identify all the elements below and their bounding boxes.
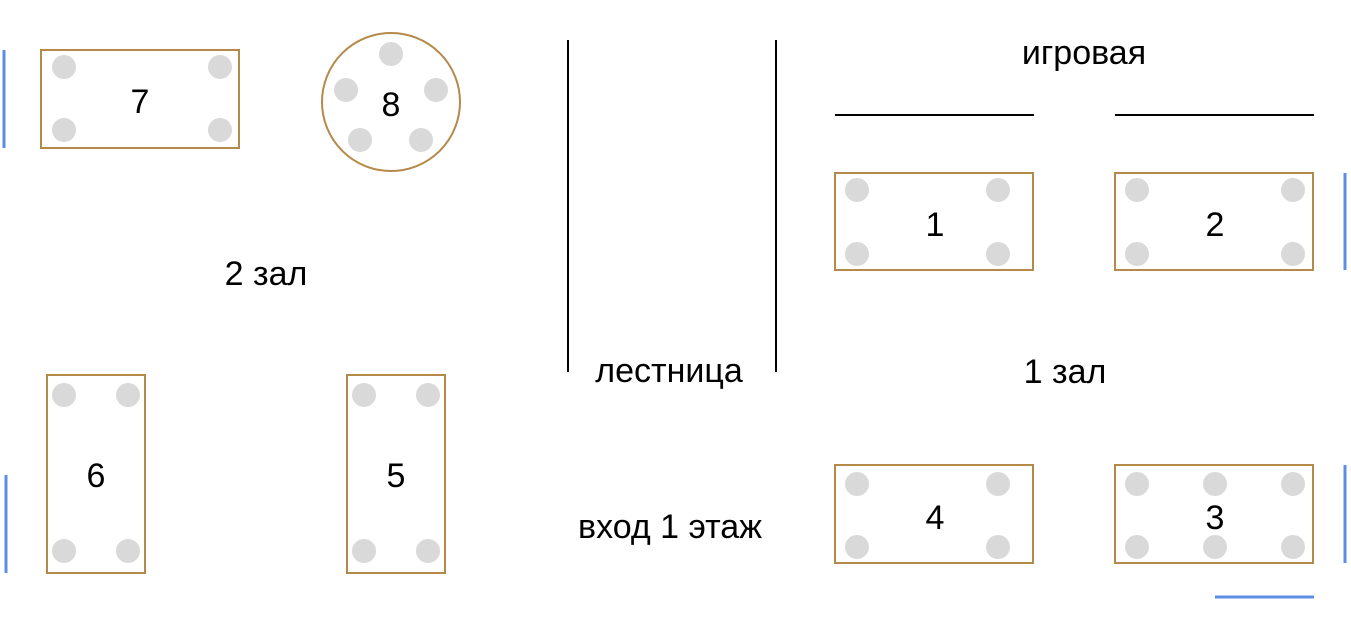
hall-1-label: 1 зал: [1024, 353, 1107, 391]
table-number: 8: [382, 86, 401, 124]
seat: [845, 178, 869, 202]
seat: [116, 539, 140, 563]
game-room-label: игровая: [1022, 34, 1146, 72]
table-number: 6: [87, 457, 106, 495]
seat: [1125, 535, 1149, 559]
hall-2-label: 2 зал: [225, 255, 308, 293]
seat: [1203, 535, 1227, 559]
seat: [208, 55, 232, 79]
table-top: [46, 374, 146, 574]
seat: [986, 242, 1010, 266]
table-top: [321, 32, 461, 172]
seat: [1125, 178, 1149, 202]
table-4[interactable]: 4: [834, 464, 1034, 564]
table-8[interactable]: 8: [321, 32, 461, 172]
seat: [1281, 472, 1305, 496]
seat: [1281, 178, 1305, 202]
seat: [409, 128, 433, 152]
seat: [1203, 472, 1227, 496]
seat: [208, 118, 232, 142]
seat: [424, 78, 448, 102]
seat: [1281, 535, 1305, 559]
table-number: 1: [926, 206, 945, 244]
table-top: [834, 172, 1034, 271]
table-7[interactable]: 7: [40, 49, 240, 149]
seat: [348, 128, 372, 152]
table-number: 2: [1206, 206, 1225, 244]
seat: [52, 118, 76, 142]
table-number: 7: [131, 83, 150, 121]
seat: [986, 535, 1010, 559]
stairs-label: лестница: [595, 352, 743, 390]
table-top: [1114, 172, 1314, 271]
table-3[interactable]: 3: [1114, 464, 1314, 564]
seat: [379, 42, 403, 66]
seat: [845, 242, 869, 266]
seat: [845, 472, 869, 496]
seat: [352, 539, 376, 563]
table-5[interactable]: 5: [346, 374, 446, 574]
seat: [845, 535, 869, 559]
seat: [986, 178, 1010, 202]
table-number: 4: [926, 499, 945, 537]
seat: [416, 539, 440, 563]
seat: [1125, 472, 1149, 496]
seat: [416, 383, 440, 407]
seat: [52, 383, 76, 407]
seat: [52, 55, 76, 79]
entrance-label: вход 1 этаж: [578, 508, 762, 546]
seat: [352, 383, 376, 407]
table-top: [1114, 464, 1314, 564]
table-top: [834, 464, 1034, 564]
table-number: 5: [387, 457, 406, 495]
table-top: [346, 374, 446, 574]
table-number: 3: [1206, 499, 1225, 537]
seat: [334, 78, 358, 102]
seat: [1125, 242, 1149, 266]
table-2[interactable]: 2: [1114, 172, 1314, 271]
seat: [1281, 242, 1305, 266]
seat: [986, 472, 1010, 496]
seat: [52, 539, 76, 563]
table-6[interactable]: 6: [46, 374, 146, 574]
table-1[interactable]: 1: [834, 172, 1034, 271]
table-top: [40, 49, 240, 149]
seat: [116, 383, 140, 407]
